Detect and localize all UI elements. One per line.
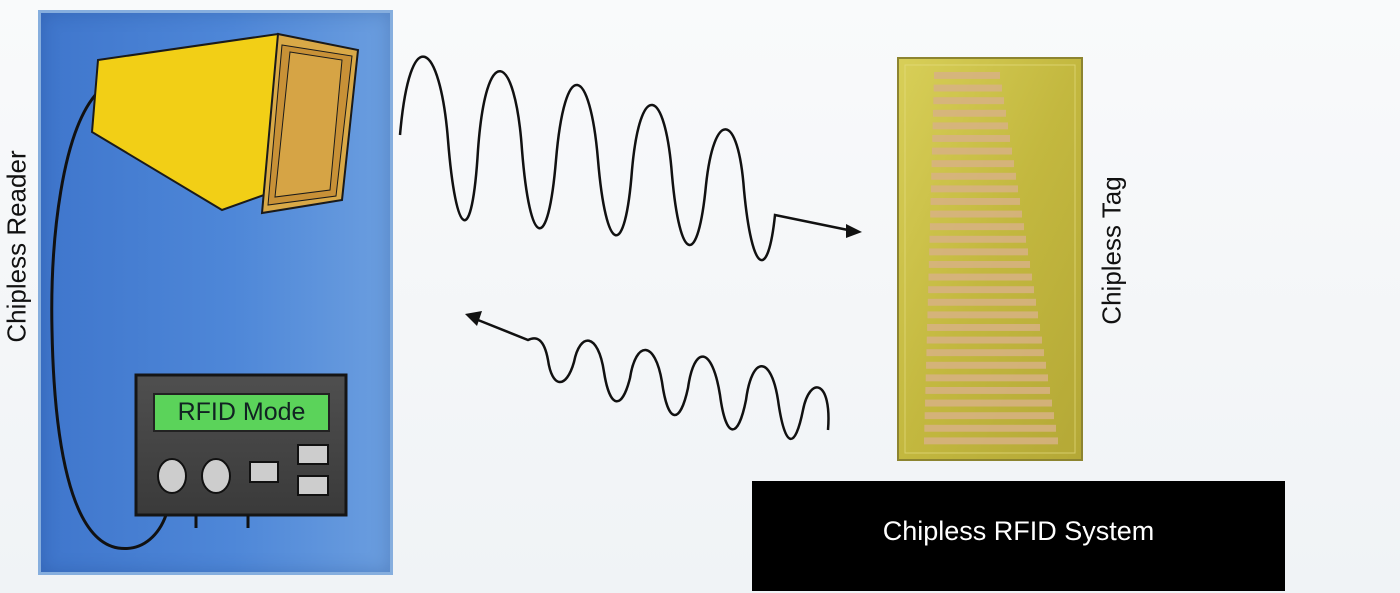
tag-label-text: Chipless Tag bbox=[1096, 175, 1127, 325]
chipless-tag-icon bbox=[897, 57, 1083, 461]
tag-stripe bbox=[925, 387, 1050, 394]
tag-stripe bbox=[928, 286, 1034, 294]
tag-stripe bbox=[933, 97, 1004, 105]
tag-stripe bbox=[928, 273, 1032, 281]
tag-stripe bbox=[924, 437, 1058, 445]
tag-stripe bbox=[929, 248, 1028, 256]
system-banner: Chipless RFID System bbox=[752, 481, 1285, 591]
tag-stripe bbox=[926, 336, 1042, 344]
lcd-display-text: RFID Mode bbox=[177, 398, 306, 426]
tag-stripe bbox=[926, 361, 1046, 369]
reader-label-text: Chipless Reader bbox=[1, 149, 32, 343]
tag-stripe bbox=[929, 223, 1024, 231]
tag-stripe bbox=[931, 172, 1016, 180]
tag-stripe bbox=[933, 84, 1002, 92]
reader-panel bbox=[38, 10, 393, 575]
lcd-display: RFID Mode bbox=[153, 393, 330, 432]
tag-stripe bbox=[927, 298, 1036, 306]
system-banner-text: Chipless RFID System bbox=[882, 515, 1155, 546]
tag-stripe bbox=[930, 198, 1020, 205]
tag-label: Chipless Tag bbox=[1092, 150, 1132, 350]
tag-stripe bbox=[934, 72, 1000, 79]
return-wave bbox=[477, 318, 830, 441]
tag-stripe bbox=[932, 135, 1010, 142]
tag-stripe bbox=[924, 424, 1056, 432]
tag-stripe bbox=[925, 399, 1052, 407]
tag-stripe bbox=[929, 235, 1026, 243]
tag-stripe bbox=[926, 349, 1044, 357]
tag-resonator-stripes bbox=[924, 72, 1058, 445]
return-arrowhead bbox=[465, 311, 482, 326]
tag-stripe bbox=[932, 122, 1008, 130]
tag-stripe bbox=[931, 160, 1014, 168]
outgoing-arrowhead bbox=[846, 224, 862, 238]
outgoing-wave bbox=[398, 55, 849, 262]
tag-stripe bbox=[927, 311, 1038, 319]
tag-stripe bbox=[932, 109, 1006, 117]
tag-stripe bbox=[930, 185, 1018, 193]
tag-stripe bbox=[927, 324, 1040, 331]
tag-stripe bbox=[924, 412, 1054, 420]
tag-stripe bbox=[925, 374, 1048, 382]
reader-label: Chipless Reader bbox=[2, 86, 32, 406]
tag-stripe bbox=[930, 210, 1022, 218]
tag-stripe bbox=[931, 147, 1012, 155]
tag-stripe bbox=[928, 261, 1030, 268]
